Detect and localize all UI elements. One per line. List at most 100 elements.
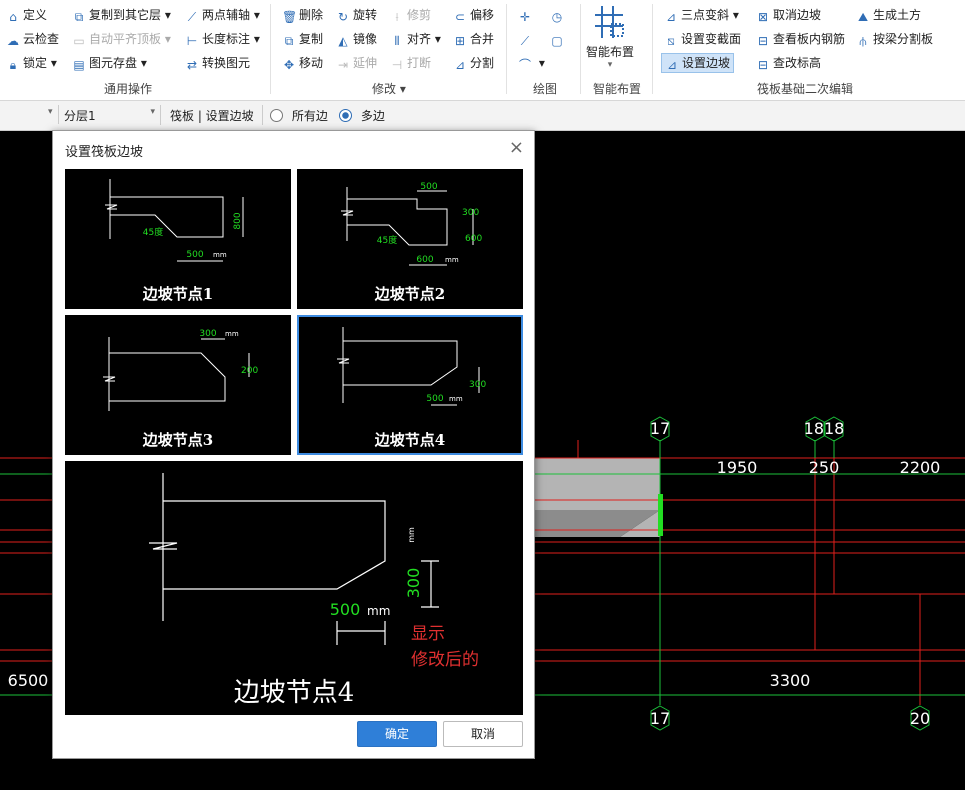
slope-node-3-label: 边坡节点3 (142, 431, 214, 449)
axis-label: 20 (910, 709, 930, 728)
break-button[interactable]: ⊣打断 (391, 56, 432, 72)
cancel-button[interactable]: 取消 (443, 721, 523, 747)
axis-bubble (650, 416, 670, 442)
delete-button[interactable]: 🗑︎删除 (282, 8, 324, 24)
change-elevation-button[interactable]: ⊟查改标高 (757, 56, 822, 72)
unit-label: mm (445, 256, 459, 264)
radio-circle (270, 109, 283, 122)
axis-label: 17 (650, 419, 670, 438)
cancel-slope-button[interactable]: ⊠取消边坡 (757, 8, 822, 24)
set-slope-button[interactable]: ⊿设置边坡 (661, 53, 735, 73)
axis-label: 1818 (804, 419, 845, 438)
angle-label: 45度 (143, 226, 163, 238)
radio-circle-selected (339, 109, 352, 122)
unit-label: mm (225, 330, 239, 338)
layer-select-value: 分层1 (64, 109, 96, 123)
slope-icon: ⊿ (665, 10, 677, 24)
property-toolbar: ▾ 分层1 ▾ 筏板 | 设置边坡 所有边 多边 (0, 101, 965, 131)
selected-edge-marker[interactable] (658, 494, 663, 536)
extend-button[interactable]: ⇥延伸 (337, 56, 378, 72)
convert-icon: ⇄ (186, 58, 198, 72)
ok-button[interactable]: 确定 (357, 721, 437, 747)
element-save-button[interactable]: ▤图元存盘 ▾ (73, 56, 147, 72)
slope-node-2-label: 边坡节点2 (374, 285, 446, 303)
cloud-check-button[interactable]: ☁云检查 (7, 32, 60, 48)
group-label-smart: 智能布置 (593, 82, 642, 96)
copy-icon: ⧉ (284, 34, 294, 48)
unit-label: mm (449, 395, 463, 403)
radio-all-edges[interactable]: 所有边 (270, 107, 328, 124)
move-icon: ✥ (283, 58, 295, 72)
radio-multi-edges[interactable]: 多边 (339, 107, 385, 124)
dimension-text: 2200 (900, 458, 941, 477)
draw-line-button[interactable]: ⟋ (518, 30, 535, 48)
angle-label: 45度 (377, 234, 397, 246)
preview-unit: mm (367, 604, 390, 618)
split-button[interactable]: ⊿分割 (454, 56, 495, 72)
copy-button[interactable]: ⧉复制 (282, 30, 323, 48)
rotate-button[interactable]: ↻旋转 (337, 8, 378, 24)
dim-label: 800 (233, 212, 243, 229)
preview-unit-vertical: mm (407, 527, 416, 543)
trim-button[interactable]: ⟊修剪 (390, 6, 431, 24)
ribbon-separator (270, 4, 271, 94)
line-icon: ⟋ (520, 34, 530, 48)
arc-icon: ⌒ (518, 58, 531, 72)
view-rebar-button[interactable]: ⊟查看板内钢筋 (757, 32, 846, 48)
mirror-icon: ◭ (338, 34, 348, 48)
break-icon: ⊣ (391, 58, 403, 72)
cancel-slope-icon: ⊠ (757, 10, 769, 24)
define-icon: ⌂ (9, 10, 17, 24)
merge-icon: ⊞ (454, 34, 466, 48)
dialog-title: 设置筏板边坡 (65, 145, 144, 160)
split-by-beam-button[interactable]: ⫛按梁分割板 (856, 30, 933, 48)
rectangle-icon: ▢ (551, 34, 563, 48)
two-point-axis-button[interactable]: ⟋两点辅轴 ▾ (185, 6, 260, 24)
slope-node-2-option[interactable]: 500 300 600 600 45度 mm 边坡节点2 (297, 169, 523, 309)
dim-label: 300 (199, 329, 216, 339)
layer-select[interactable]: 分层1 ▾ (58, 105, 157, 124)
copy-to-layer-button[interactable]: ⧉复制到其它层 ▾ (72, 6, 171, 24)
convert-element-button[interactable]: ⇄转换图元 (186, 56, 251, 72)
move-button[interactable]: ✥移动 (283, 56, 324, 72)
merge-button[interactable]: ⊞合并 (454, 32, 495, 48)
slope-node-1-diagram: 800 500 45度 mm (105, 179, 244, 262)
close-icon[interactable]: × (508, 137, 524, 158)
divider (160, 105, 161, 125)
set-slope-face-button[interactable]: ⧅设置变截面 (664, 30, 741, 48)
define-button[interactable]: ⌂定义 (6, 6, 47, 24)
slope-node-3-option[interactable]: 300 200 mm 边坡节点3 (65, 315, 291, 455)
length-dim-button[interactable]: ⊢长度标注 ▾ (186, 32, 260, 48)
mirror-button[interactable]: ◭镜像 (336, 30, 377, 48)
dimension-text: 250 (809, 458, 840, 477)
smart-layout-button[interactable]: 智能布置 ▾ (584, 4, 636, 70)
draw-circle-button[interactable]: ◷ (550, 6, 567, 24)
dim-label: 300 (462, 208, 479, 218)
raft-slab[interactable] (530, 458, 660, 537)
rotate-icon: ↻ (337, 10, 349, 24)
draw-arc-button[interactable]: ⌒ ▾ (518, 56, 545, 72)
group-label-raft: 筏板基础二次编辑 (757, 82, 854, 96)
flush-icon: ▭ (73, 34, 85, 48)
extend-icon: ⇥ (337, 58, 349, 72)
generate-earthwork-button[interactable]: ⛰︎生成土方 (857, 8, 922, 24)
slope-node-3-diagram: 300 200 mm (103, 329, 258, 411)
chevron-down-icon[interactable]: ▾ (48, 107, 53, 117)
draw-rect-button[interactable]: ▢ (550, 30, 567, 48)
group-label-general: 通用操作 (104, 82, 153, 96)
preview-note-line1: 显示 (411, 624, 445, 644)
align-button[interactable]: ⫴对齐 ▾ (390, 30, 440, 48)
group-label-draw: 绘图 (533, 82, 558, 96)
auto-flush-top-button[interactable]: ▭自动平齐顶板 ▾ (73, 32, 171, 48)
slope-node-1-option[interactable]: 800 500 45度 mm 边坡节点1 (65, 169, 291, 309)
draw-point-button[interactable]: ✛ (518, 6, 535, 24)
align-icon: ⫴ (394, 34, 400, 48)
lock-button[interactable]: 🔒︎锁定 ▾ (6, 54, 57, 72)
dim-label: 600 (416, 255, 433, 265)
dim-label: 500 (420, 182, 437, 192)
earthwork-icon: ⛰︎ (857, 10, 869, 24)
preview-label: 边坡节点4 (234, 678, 355, 708)
slope-node-4-option[interactable]: 300 500 mm 边坡节点4 (297, 315, 523, 455)
three-point-slope-button[interactable]: ⊿三点变斜 ▾ (665, 8, 739, 24)
offset-button[interactable]: ⊂偏移 (454, 8, 495, 24)
